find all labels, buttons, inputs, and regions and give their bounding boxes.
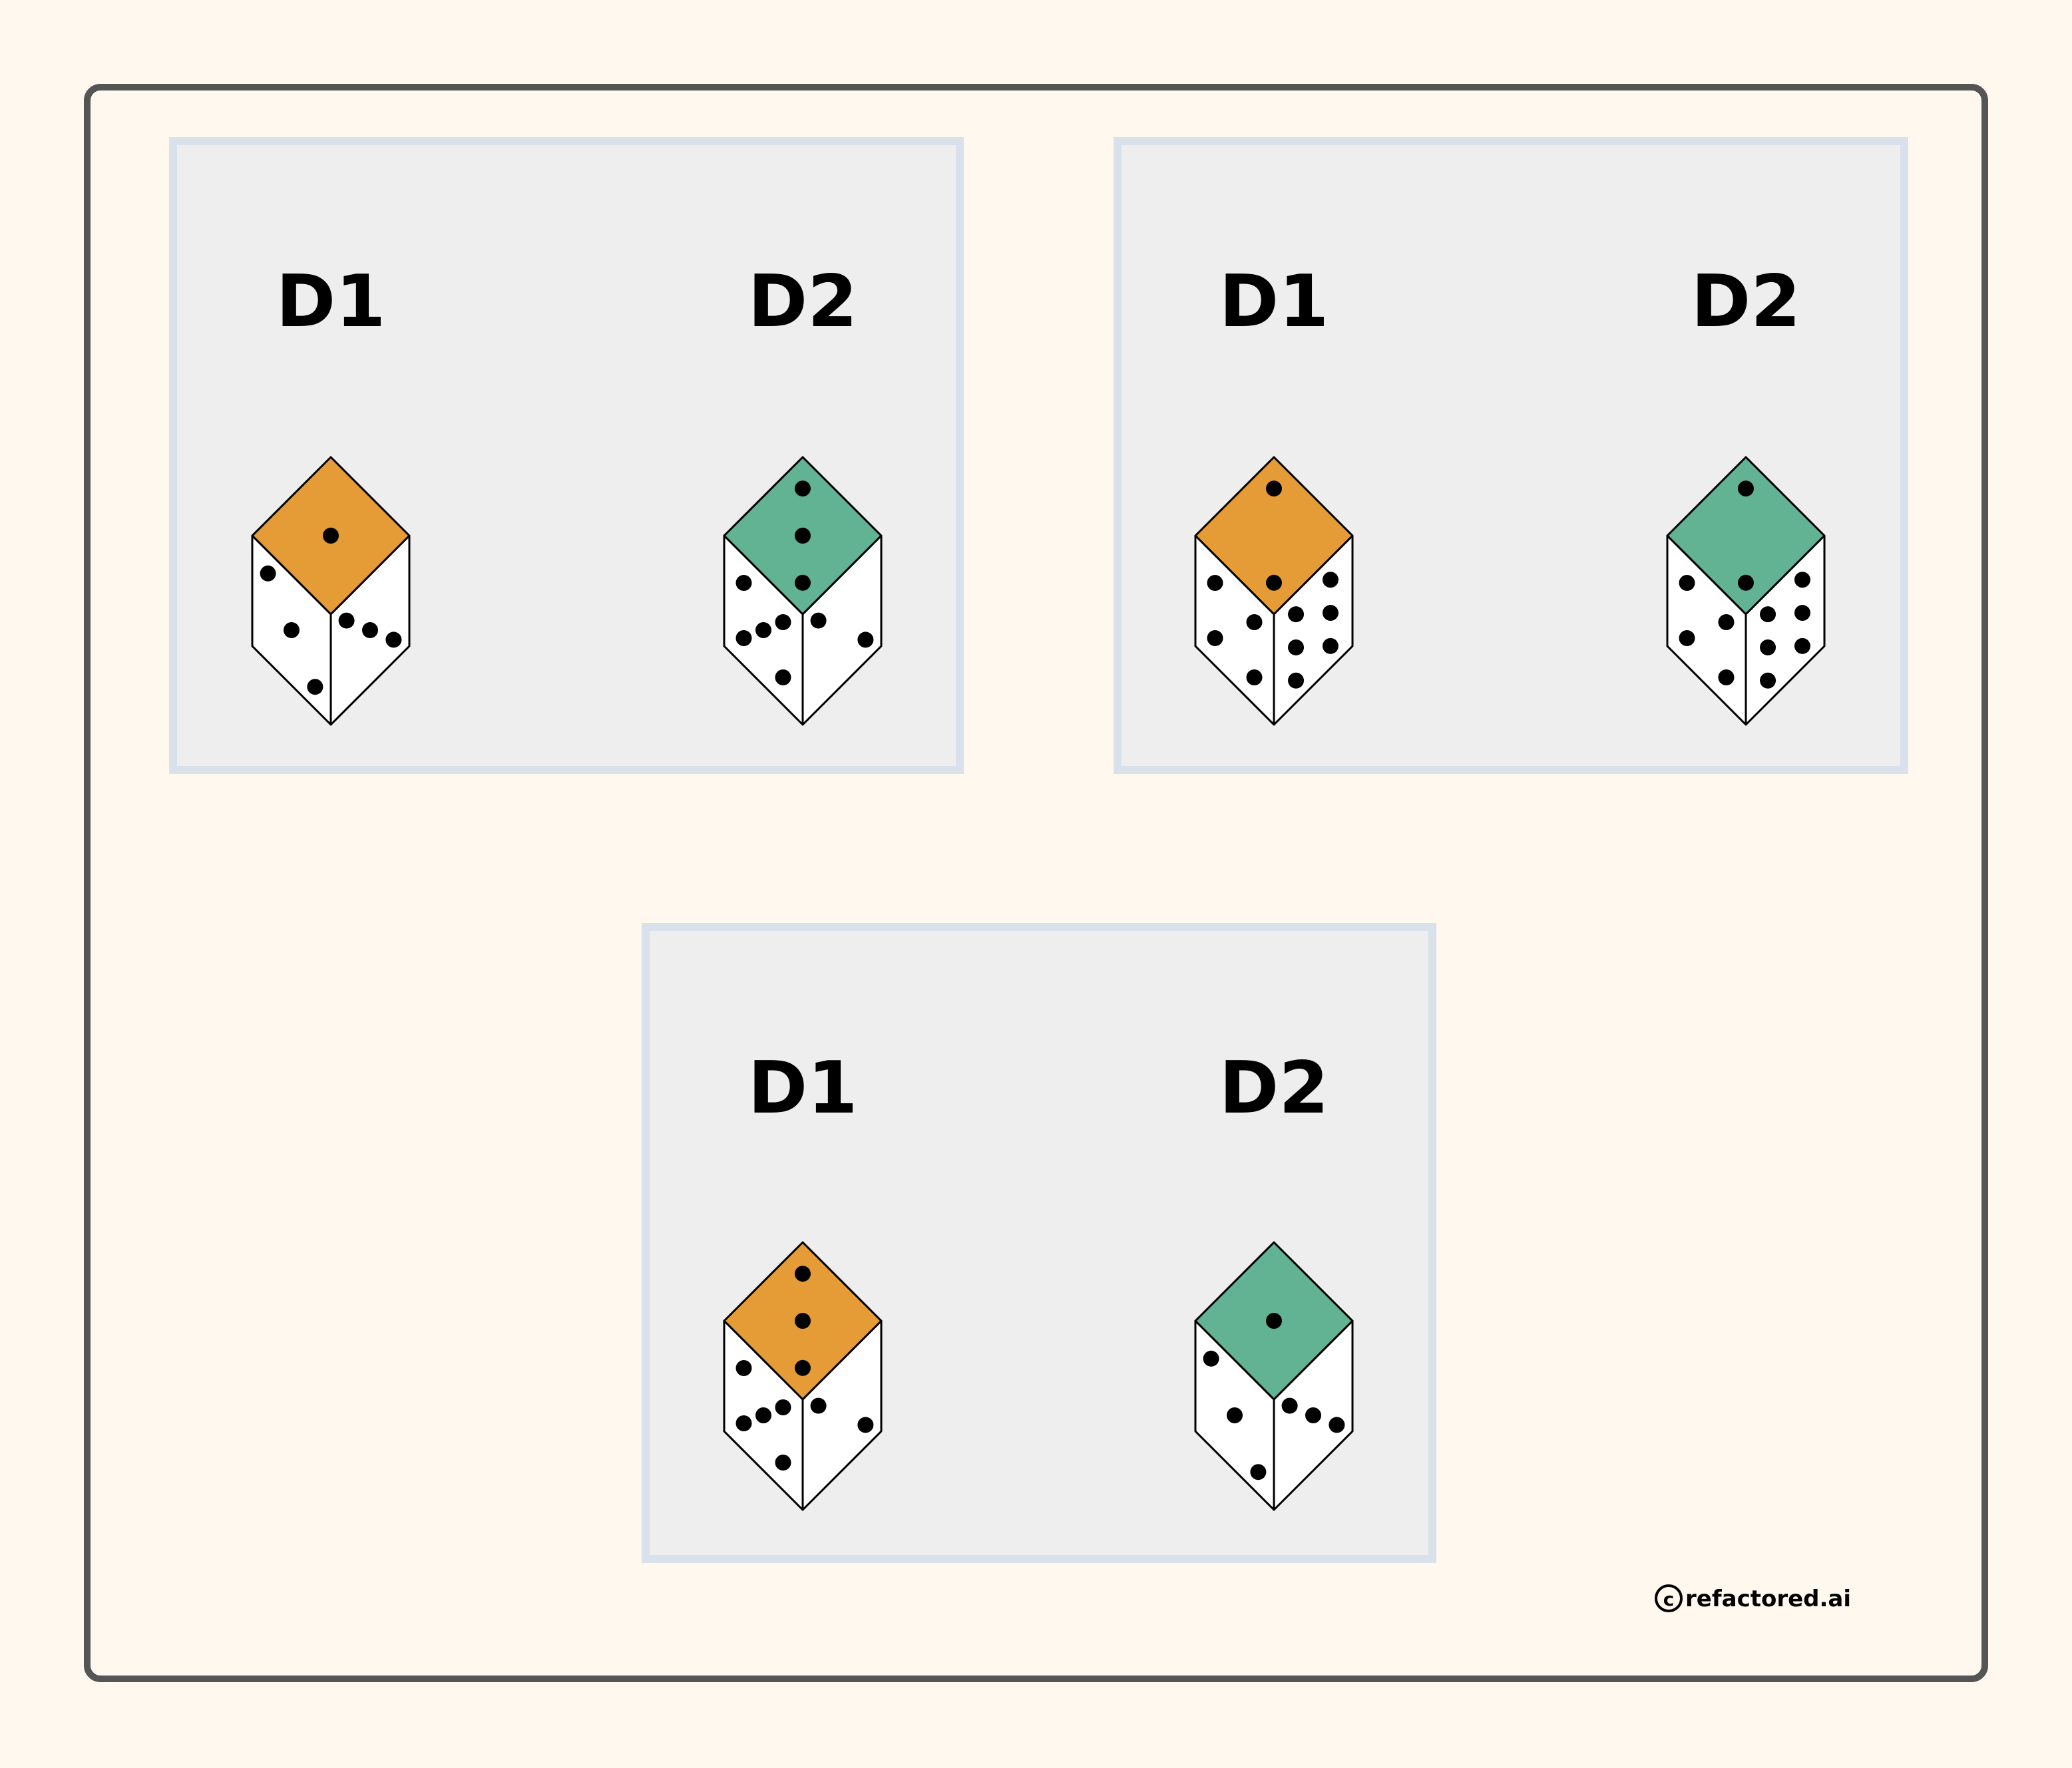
left-pip xyxy=(1207,575,1223,591)
right-pip xyxy=(1794,572,1810,588)
outer-frame xyxy=(84,84,1988,1682)
left-pip xyxy=(260,565,276,582)
copyright-icon xyxy=(1655,1584,1683,1612)
left-pip xyxy=(735,1415,752,1431)
left-pip xyxy=(1718,669,1735,685)
right-pip xyxy=(857,1417,874,1433)
top-pip xyxy=(795,528,811,544)
panel-2-die-1-label: D1 xyxy=(1219,260,1329,343)
top-pip xyxy=(1266,480,1282,497)
credit-text: refactored.ai xyxy=(1685,1586,1851,1612)
left-pip xyxy=(735,575,752,591)
left-pip xyxy=(775,1399,791,1415)
top-pip xyxy=(795,480,811,497)
left-pip xyxy=(1227,1407,1243,1423)
top-pip xyxy=(795,1313,811,1329)
right-pip xyxy=(1794,605,1810,621)
left-pip xyxy=(775,614,791,630)
right-pip xyxy=(1322,637,1339,654)
left-pip xyxy=(1679,630,1695,646)
left-pip xyxy=(1250,1464,1267,1481)
right-pip xyxy=(1322,605,1339,621)
top-pip xyxy=(1266,1313,1282,1329)
copyright-symbol: c xyxy=(1663,1588,1675,1610)
right-pip xyxy=(1322,572,1339,588)
left-pip xyxy=(284,622,300,638)
die-top-face xyxy=(1194,456,1354,616)
right-pip xyxy=(857,631,874,648)
left-pip xyxy=(755,1407,771,1423)
right-pip xyxy=(1329,1417,1345,1433)
panel-1-die-2 xyxy=(723,456,883,726)
panel-1-die-1-label: D1 xyxy=(276,260,386,343)
panel-3-die-1 xyxy=(723,1241,883,1511)
right-pip xyxy=(1760,606,1776,623)
top-pip xyxy=(795,1266,811,1282)
top-pip xyxy=(323,528,339,544)
left-pip xyxy=(1718,614,1735,630)
left-pip xyxy=(307,679,323,695)
panel-2: D1 D2 xyxy=(1114,137,1908,774)
panel-1-die-2-label: D2 xyxy=(748,260,858,343)
left-pip xyxy=(1246,669,1263,685)
panel-3-die-2-label: D2 xyxy=(1219,1047,1329,1130)
panel-2-die-2-label: D2 xyxy=(1691,260,1801,343)
left-pip xyxy=(735,630,752,646)
left-pip xyxy=(755,622,771,638)
top-pip xyxy=(1738,480,1754,497)
credit: c refactored.ai xyxy=(1655,1584,1851,1612)
right-pip xyxy=(1305,1407,1321,1423)
right-pip xyxy=(1760,672,1776,689)
left-pip xyxy=(735,1360,752,1376)
right-pip xyxy=(1281,1397,1298,1414)
left-pip xyxy=(1246,614,1263,630)
panel-3-die-1-label: D1 xyxy=(748,1047,858,1130)
left-pip xyxy=(775,669,791,685)
left-pip xyxy=(1679,575,1695,591)
panel-1-die-1 xyxy=(251,456,411,726)
top-pip xyxy=(1738,574,1754,591)
right-pip xyxy=(1288,672,1305,689)
right-pip xyxy=(1794,637,1810,654)
panel-2-die-2 xyxy=(1666,456,1826,726)
panel-2-die-1 xyxy=(1194,456,1354,726)
right-pip xyxy=(1288,639,1305,655)
die-top-face xyxy=(1666,456,1826,616)
top-pip xyxy=(795,574,811,591)
right-pip xyxy=(810,1397,827,1414)
right-pip xyxy=(385,631,402,648)
panel-3: D1 D2 xyxy=(642,923,1436,1563)
left-pip xyxy=(1203,1350,1219,1367)
left-pip xyxy=(1207,630,1223,646)
right-pip xyxy=(338,612,355,629)
top-pip xyxy=(1266,574,1282,591)
panel-3-die-2 xyxy=(1194,1241,1354,1511)
right-pip xyxy=(1760,639,1776,655)
right-pip xyxy=(1288,606,1305,623)
panel-1: D1 D2 xyxy=(169,137,964,774)
left-pip xyxy=(775,1455,791,1471)
right-pip xyxy=(810,612,827,629)
top-pip xyxy=(795,1359,811,1376)
right-pip xyxy=(362,622,378,638)
